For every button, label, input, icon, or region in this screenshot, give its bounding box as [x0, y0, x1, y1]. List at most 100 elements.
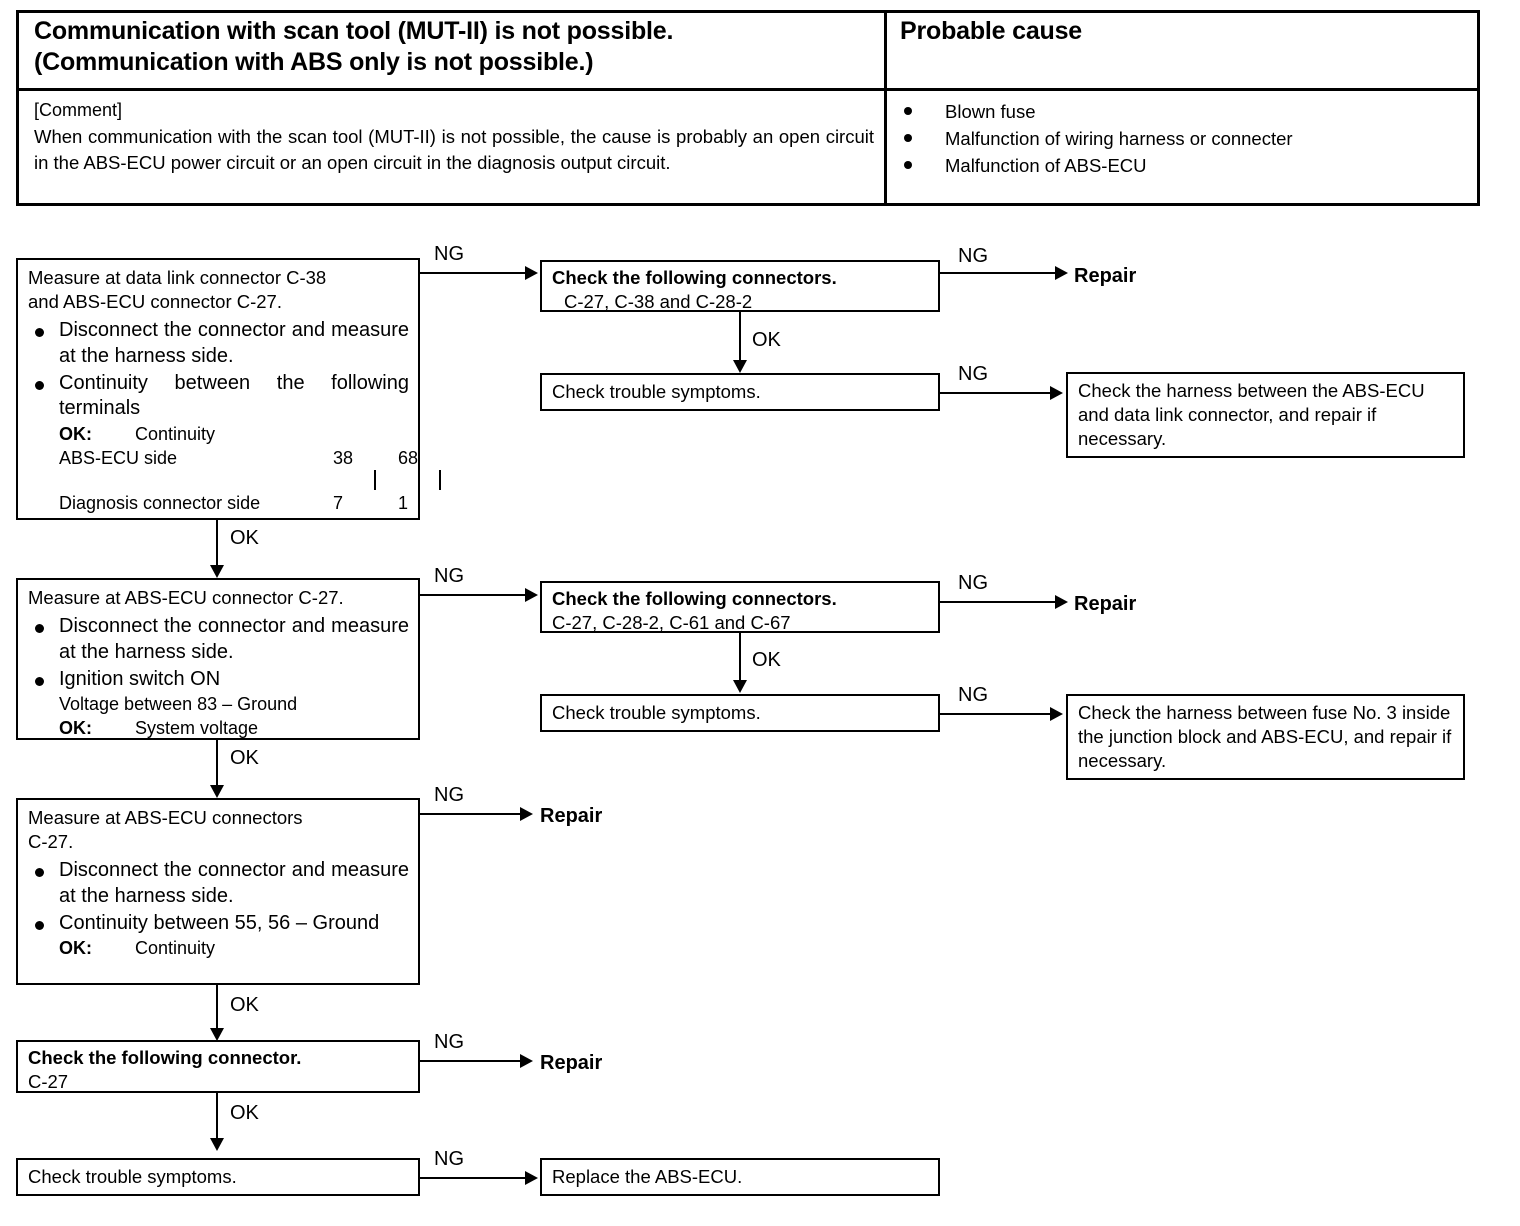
table-column-divider	[884, 10, 887, 206]
step2-ok-criteria: OK:System voltage	[28, 717, 409, 740]
list-item: Disconnect the connector and measure at …	[28, 318, 409, 370]
edge-label-ng: NG	[434, 243, 464, 265]
edge-label-ng: NG	[434, 1031, 464, 1053]
ok-label: OK:	[59, 424, 92, 445]
step1-symptoms-label: Check trouble symptoms.	[552, 381, 761, 402]
terminal-link-bar	[439, 469, 441, 490]
list-item: Continuity between 55, 56 – Ground	[28, 911, 409, 937]
list-item: Malfunction of ABS-ECU	[900, 152, 1460, 179]
step2-repair-label: Repair	[1074, 593, 1137, 615]
step2-symptoms-label: Check trouble symptoms.	[552, 702, 761, 723]
edge-label-ok: OK	[752, 329, 781, 351]
arrow-icon	[210, 1028, 224, 1041]
table-row: Diagnosis connector side 7 1	[59, 492, 409, 515]
step1-terminal-table: ABS-ECU side 38 68 Diagnosis connector s…	[28, 447, 441, 515]
edge-label-ok: OK	[230, 527, 259, 549]
connector-line	[739, 633, 741, 680]
arrow-icon	[210, 565, 224, 578]
terminal-value: 7	[333, 492, 344, 513]
step1-harness-text: Check the harness between the ABS-ECU an…	[1078, 380, 1425, 450]
connector-line	[216, 1093, 218, 1138]
arrow-icon	[1050, 707, 1063, 721]
edge-label-ng: NG	[958, 245, 988, 267]
terminal-row-label: Diagnosis connector side	[59, 492, 261, 513]
edge-label-ng: NG	[958, 572, 988, 594]
arrow-icon	[210, 785, 224, 798]
step5-replace-label: Replace the ABS-ECU.	[552, 1166, 743, 1187]
step1-harness-box: Check the harness between the ABS-ECU an…	[1066, 372, 1465, 458]
comment-text: When communication with the scan tool (M…	[34, 125, 874, 173]
step2-title-line1: Measure at ABS-ECU connector C-27.	[28, 587, 344, 608]
step4-connector-list: C-27	[28, 1071, 69, 1093]
arrow-icon	[520, 807, 533, 821]
ok-value: Continuity	[135, 938, 216, 959]
connector-line	[420, 1177, 525, 1179]
arrow-icon	[520, 1054, 533, 1068]
step3-title-line2: C-27.	[28, 831, 74, 853]
symptom-cause-table	[16, 10, 1480, 206]
edge-label-ok: OK	[230, 1102, 259, 1124]
edge-label-ok: OK	[230, 747, 259, 769]
step2-harness-text: Check the harness between fuse No. 3 ins…	[1078, 702, 1452, 772]
step3-repair-label: Repair	[540, 805, 603, 827]
terminal-value: 38	[333, 447, 354, 468]
list-item: Disconnect the connector and measure at …	[28, 614, 409, 666]
probable-cause-title: Probable cause	[900, 17, 1083, 45]
step1-symptoms-box: Check trouble symptoms.	[540, 373, 940, 411]
arrow-icon	[525, 1171, 538, 1185]
ok-label: OK:	[59, 938, 92, 959]
step5-symptoms-box: Check trouble symptoms.	[16, 1158, 420, 1196]
edge-label-ng: NG	[434, 565, 464, 587]
step5-symptoms-label: Check trouble symptoms.	[28, 1166, 237, 1187]
connector-line	[940, 601, 1055, 603]
step1-title-line2: and ABS-ECU connector C-27.	[28, 291, 282, 313]
symptom-title-line2: (Communication with ABS only is not poss…	[34, 47, 594, 76]
edge-label-ok: OK	[230, 994, 259, 1016]
probable-cause-list: Blown fuse Malfunction of wiring harness…	[900, 98, 1460, 180]
connector-line	[216, 520, 218, 565]
edge-label-ng: NG	[958, 684, 988, 706]
arrow-icon	[733, 360, 747, 373]
connector-line	[420, 594, 525, 596]
step1-ok-criteria: OK:Continuity	[28, 423, 409, 446]
connector-line	[739, 312, 741, 360]
arrow-icon	[1055, 595, 1068, 609]
edge-label-ng: NG	[958, 363, 988, 385]
terminal-value: 1	[398, 492, 409, 513]
arrow-icon	[525, 588, 538, 602]
arrow-icon	[1055, 266, 1068, 280]
step1-bullets: Disconnect the connector and measure at …	[28, 318, 409, 422]
arrow-icon	[733, 680, 747, 693]
step1-connector-list: C-27, C-38 and C-28-2	[564, 291, 753, 313]
step3-measure-box: Measure at ABS-ECU connectors C-27. Disc…	[16, 798, 420, 985]
terminal-link-bars	[59, 469, 441, 492]
step5-replace-box: Replace the ABS-ECU.	[540, 1158, 940, 1196]
edge-label-ng: NG	[434, 784, 464, 806]
list-item: Disconnect the connector and measure at …	[28, 858, 409, 910]
edge-label-ok: OK	[752, 649, 781, 671]
step3-bullets: Disconnect the connector and measure at …	[28, 858, 409, 936]
step1-repair-label: Repair	[1074, 265, 1137, 287]
connector-line	[216, 740, 218, 785]
arrow-icon	[210, 1138, 224, 1151]
step2-connector-title: Check the following connectors.	[552, 588, 837, 609]
step2-sub1: Voltage between 83 – Ground	[59, 694, 298, 715]
comment-block: [Comment] When communication with the sc…	[34, 98, 874, 176]
connector-line	[940, 713, 1050, 715]
step2-connector-list: C-27, C-28-2, C-61 and C-67	[552, 612, 791, 634]
connector-line	[420, 813, 520, 815]
arrow-icon	[1050, 386, 1063, 400]
symptom-title-line1: Communication with scan tool (MUT-II) is…	[34, 17, 674, 45]
step2-measure-box: Measure at ABS-ECU connector C-27. Disco…	[16, 578, 420, 740]
connector-line	[940, 392, 1050, 394]
ok-label: OK:	[59, 717, 92, 738]
step1-measure-box: Measure at data link connector C-38 and …	[16, 258, 441, 520]
connector-line	[420, 272, 525, 274]
step2-harness-box: Check the harness between fuse No. 3 ins…	[1066, 694, 1465, 780]
step2-symptoms-box: Check trouble symptoms.	[540, 694, 940, 732]
table-header-row-divider	[16, 88, 1480, 91]
step1-title-line1: Measure at data link connector C-38	[28, 267, 327, 288]
terminal-row-label: ABS-ECU side	[59, 447, 178, 468]
list-item: Malfunction of wiring harness or connect…	[900, 125, 1460, 152]
list-item: Continuity between the following termina…	[28, 371, 409, 423]
